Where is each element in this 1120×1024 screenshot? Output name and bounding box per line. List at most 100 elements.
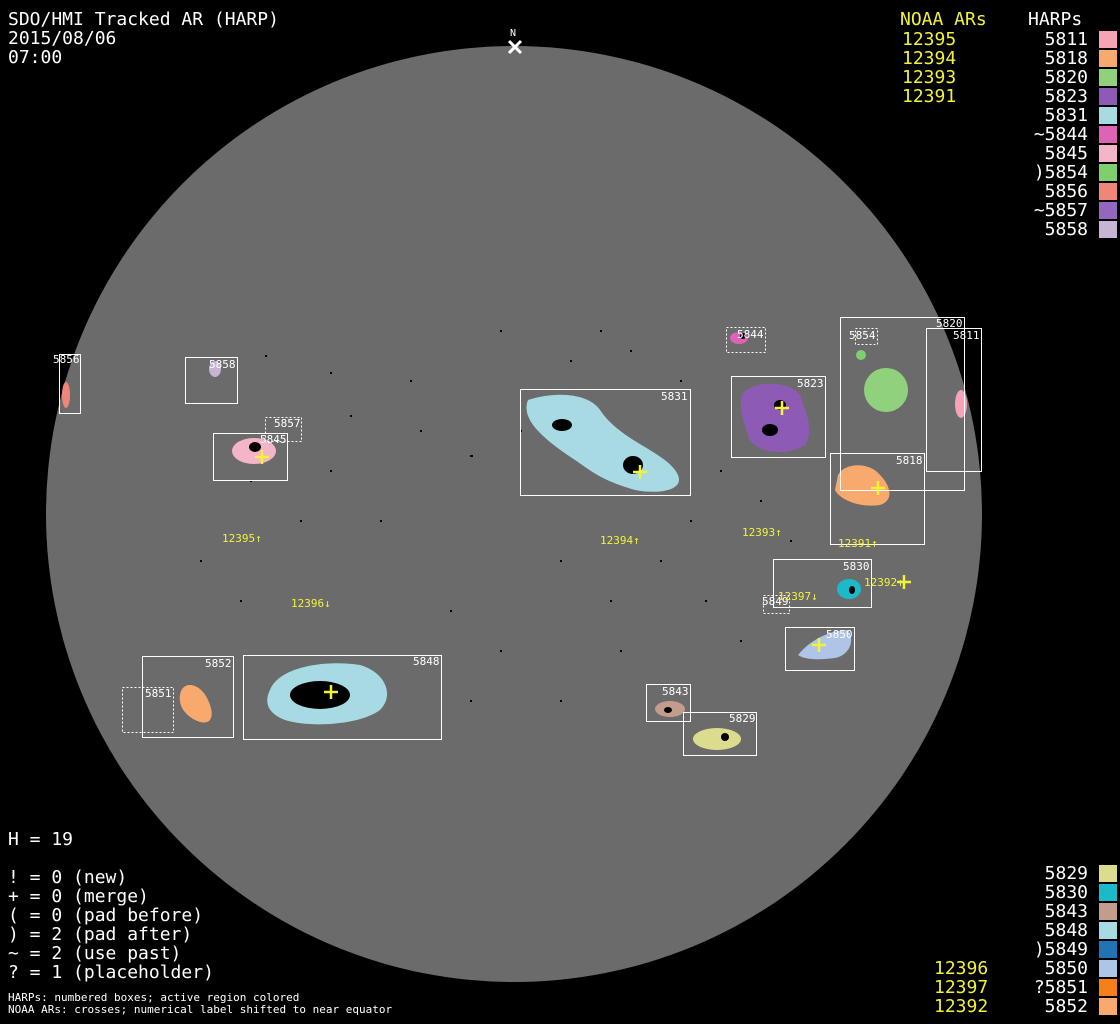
noaa-cross <box>812 638 826 652</box>
page-title: SDO/HMI Tracked AR (HARP) <box>8 9 279 30</box>
box-5845 <box>213 433 288 481</box>
footnote: HARPs: numbered boxes; active region col… <box>8 991 300 1004</box>
north-marker: N <box>507 28 523 55</box>
noaa-list-item: 12391 <box>902 86 957 107</box>
box-label: 5830 <box>843 560 870 573</box>
box-label: 5844 <box>737 328 764 341</box>
harp-color-swatch <box>1099 941 1117 958</box>
north-label: N <box>510 28 516 39</box>
harp-legend-label: 5843 <box>1044 901 1088 922</box>
box-5851 <box>122 687 174 733</box>
harp-color-swatch <box>1099 884 1117 901</box>
region-5856 <box>62 382 70 408</box>
region-5852 <box>179 684 212 723</box>
noaa-cross <box>255 450 269 464</box>
noaa-label: 12395↑ <box>222 532 262 545</box>
harp-color-swatch <box>1099 107 1117 124</box>
harp-color-swatch <box>1099 202 1117 219</box>
harp-legend-label: 5820 <box>1044 67 1088 88</box>
box-5852 <box>142 656 234 738</box>
noaa-list-item: 12393 <box>902 67 957 88</box>
magnetic-specks <box>200 330 792 702</box>
stats-line: + = 0 (merge) <box>8 886 149 907</box>
box-5820 <box>840 317 965 491</box>
noaa-cross <box>775 401 789 415</box>
box-label: 5843 <box>662 685 689 698</box>
noaa-heading: NOAA ARs <box>900 9 987 30</box>
box-5857 <box>265 417 302 442</box>
harp-heading: HARPs <box>1028 9 1083 30</box>
noaa-label: 12394↑ <box>600 534 640 547</box>
region-5823 <box>740 383 810 452</box>
harp-legend-label: ?5851 <box>1033 977 1088 998</box>
harp-legend-label: 5811 <box>1044 29 1088 50</box>
box-label: 5852 <box>205 657 232 670</box>
region-5830 <box>837 579 861 599</box>
harp-legend-label: 5848 <box>1044 920 1088 941</box>
noaa-label: 12396↓ <box>291 597 331 610</box>
box-label: 5850 <box>826 628 853 641</box>
harp-legend-label: 5829 <box>1044 863 1088 884</box>
box-label: 5848 <box>413 655 440 668</box>
harp-box-labels: 5856 5858 5857 5845 5831 5844 5823 5854 … <box>53 317 980 725</box>
box-label: 5857 <box>274 417 301 430</box>
noaa-label: 12391↑ <box>838 537 878 550</box>
region-5811 <box>955 390 967 418</box>
box-label: 5823 <box>797 377 824 390</box>
box-5858 <box>185 357 238 404</box>
harp-legend-label: 5856 <box>1044 181 1088 202</box>
box-5823 <box>731 376 826 458</box>
footnote: NOAA ARs: crosses; numerical label shift… <box>8 1003 393 1016</box>
harp-color-swatch <box>1099 922 1117 939</box>
harp-legend-label: )5854 <box>1033 162 1088 183</box>
harp-legend-label: )5849 <box>1033 939 1088 960</box>
box-label: 5818 <box>896 454 923 467</box>
noaa-list-item: 12392 <box>934 996 989 1017</box>
noaa-labels: 12395↑ 12394↑ 12393↑ 12391↑ 12392↑ 12397… <box>222 526 904 610</box>
harp-color-swatch <box>1099 88 1117 105</box>
noaa-cross <box>871 481 885 495</box>
noaa-cross <box>897 575 911 589</box>
box-5829 <box>683 712 757 756</box>
box-label: 5858 <box>209 358 236 371</box>
harp-legend-label: 5858 <box>1044 219 1088 240</box>
box-label: 5854 <box>849 329 876 342</box>
harp-legend-label: 5830 <box>1044 882 1088 903</box>
harp-count: H = 19 <box>8 829 74 850</box>
box-label: 5811 <box>953 329 980 342</box>
stats-line: ( = 0 (pad before) <box>8 905 204 926</box>
harp-legend-label: 5850 <box>1044 958 1088 979</box>
stats-line: ~ = 2 (use past) <box>8 943 182 964</box>
harp-legend-label: 5818 <box>1044 48 1088 69</box>
stats-line: ! = 0 (new) <box>8 867 128 888</box>
harp-color-swatch <box>1099 960 1117 977</box>
noaa-crosses <box>255 401 911 699</box>
harp-color-swatch <box>1099 31 1117 48</box>
box-5818 <box>830 453 925 545</box>
observation-time: 07:00 <box>8 47 63 68</box>
region-5858 <box>209 361 221 377</box>
harp-legend-label: ~5857 <box>1033 200 1088 221</box>
stats-line: ) = 2 (pad after) <box>8 924 193 945</box>
box-label: 5856 <box>53 353 80 366</box>
harp-color-swatch <box>1099 979 1117 996</box>
harp-legend-label: ~5844 <box>1033 124 1088 145</box>
region-5818 <box>835 465 890 506</box>
box-5854 <box>855 328 878 345</box>
region-5820 <box>864 368 908 412</box>
box-label: 5820 <box>936 317 963 330</box>
box-5831 <box>520 389 691 496</box>
stats-line: ? = 1 (placeholder) <box>8 962 214 983</box>
harp-legend-label: 5845 <box>1044 143 1088 164</box>
noaa-list-item: 12396 <box>934 958 989 979</box>
observation-date: 2015/08/06 <box>8 28 117 49</box>
harp-color-swatch <box>1099 865 1117 882</box>
box-5830 <box>773 559 872 608</box>
box-5849 <box>763 595 790 614</box>
harp-color-swatch <box>1099 164 1117 181</box>
harp-color-swatch <box>1099 69 1117 86</box>
solar-disk <box>46 46 982 982</box>
close-x-icon <box>507 39 523 55</box>
harp-legend-label: 5823 <box>1044 86 1088 107</box>
